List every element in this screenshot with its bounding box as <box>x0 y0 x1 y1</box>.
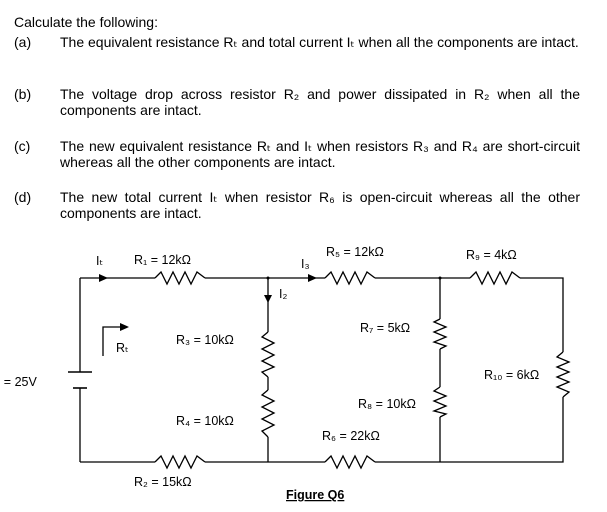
resistor-r3 <box>260 331 276 378</box>
question-b-label: (b) <box>14 86 32 102</box>
resistor-r10 <box>555 351 571 398</box>
label-r2: R₂ = 15kΩ <box>134 475 192 489</box>
i2-arrow-icon <box>264 295 272 303</box>
label-r9: R₉ = 4kΩ <box>466 248 517 262</box>
question-a-label: (a) <box>14 34 32 50</box>
label-i2: I₂ <box>279 287 287 301</box>
question-c-label: (c) <box>14 138 31 154</box>
label-i3: I₃ <box>301 257 310 271</box>
label-r3: R₃ = 10kΩ <box>176 333 234 347</box>
label-it: Iₜ <box>96 254 103 268</box>
resistor-r7 <box>432 318 448 350</box>
resistor-r4 <box>260 389 276 438</box>
rt-arrow-icon <box>120 323 129 331</box>
resistor-r1 <box>154 270 206 286</box>
question-d-text: The new total current Iₜ when resistor R… <box>60 189 580 221</box>
resistor-r6 <box>324 454 376 470</box>
label-r10: R₁₀ = 6kΩ <box>484 368 539 382</box>
label-source: E = 25V <box>0 375 37 389</box>
label-r6: R₆ = 22kΩ <box>322 429 380 443</box>
i3-arrow-icon <box>308 274 317 282</box>
resistor-r9 <box>469 270 521 286</box>
label-r7: R₇ = 5kΩ <box>360 321 410 335</box>
label-r5: R₅ = 12kΩ <box>326 245 384 259</box>
question-a-text: The equivalent resistance Rₜ and total c… <box>60 34 579 50</box>
rt-bracket <box>102 326 121 356</box>
node-dot <box>266 276 270 280</box>
label-r1: R₁ = 12kΩ <box>134 253 191 267</box>
question-a: (a) The equivalent resistance Rₜ and tot… <box>14 34 589 68</box>
question-b-text: The voltage drop across resistor R₂ and … <box>60 86 580 118</box>
resistor-r8 <box>431 386 448 418</box>
question-b: (b) The voltage drop across resistor R₂ … <box>14 86 589 120</box>
question-c: (c) The new equivalent resistance Rₜ and… <box>14 138 589 172</box>
label-rt: Rₜ <box>116 341 129 355</box>
figure-caption: Figure Q6 <box>286 488 344 502</box>
question-c-text: The new equivalent resistance Rₜ and Iₜ … <box>60 138 580 170</box>
question-d: (d) The new total current Iₜ when resist… <box>14 189 589 223</box>
wire-bottom <box>80 397 564 463</box>
question-d-label: (d) <box>14 189 32 205</box>
node-dot <box>438 276 442 280</box>
label-r4: R₄ = 10kΩ <box>176 414 234 428</box>
resistor-r2 <box>154 454 206 470</box>
label-r8: R₈ = 10kΩ <box>358 397 416 411</box>
intro-text: Calculate the following: <box>14 14 158 30</box>
wire-top <box>80 277 564 352</box>
resistor-r5 <box>324 270 376 286</box>
it-arrow-icon <box>99 274 108 282</box>
